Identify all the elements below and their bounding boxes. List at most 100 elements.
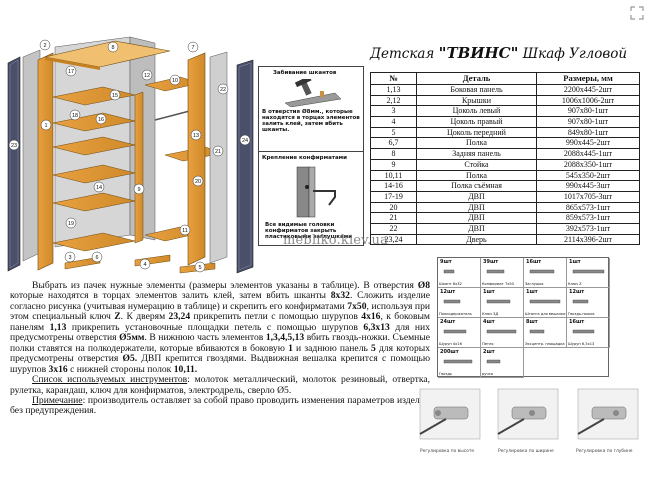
part-dimensions: 2114х396-2шт: [536, 233, 640, 246]
callout-11: 11: [179, 224, 191, 236]
hardware-icon: [529, 329, 545, 334]
svg-text:3: 3: [68, 255, 71, 261]
callout-13: 13: [190, 129, 202, 141]
svg-text:23: 23: [11, 143, 17, 149]
svg-text:2: 2: [43, 43, 46, 49]
callout-6: 6: [91, 251, 103, 263]
callout-12: 12: [141, 69, 153, 81]
svg-text:16: 16: [98, 117, 104, 123]
dowel-hammer-illustration: [284, 79, 342, 107]
callout-10: 10: [169, 74, 181, 86]
hinge-depth-drawing: [577, 388, 639, 440]
part-dimensions: 1017х705-3шт: [536, 190, 640, 203]
svg-text:11: 11: [182, 228, 188, 234]
part-dimensions: 392х573-1шт: [536, 222, 640, 235]
confirmat-text: Все видимые головки конфирматов закрыть …: [265, 222, 353, 240]
hardware-qty: 1шт: [483, 289, 495, 295]
hardware-icon: [486, 269, 505, 274]
callout-22: 22: [217, 83, 229, 95]
callout-3: 3: [64, 251, 76, 263]
hardware-qty: 2шт: [483, 349, 495, 355]
hardware-name: Конфирмат 7х50: [482, 282, 514, 286]
hardware-name: Штанга для вешалки: [525, 312, 566, 316]
part-name: ДВП: [416, 212, 537, 224]
part-dimensions: 2088х445-1шт: [536, 148, 640, 160]
column-header-number: №: [370, 72, 417, 85]
callout-5: 5: [194, 261, 206, 273]
dowel-text: В отверстия Ø8мм., которые находятся в т…: [262, 109, 360, 133]
svg-text:21: 21: [215, 149, 221, 155]
hardware-qty: 9шт: [440, 259, 452, 265]
part-number: 4: [370, 116, 417, 128]
hardware-name: Полкодержатель: [439, 312, 472, 316]
hardware-name: Ключ Z: [568, 282, 582, 286]
instructions-note: Примечание: производитель оставляет за с…: [10, 395, 430, 417]
part-name: ДВП: [416, 190, 537, 203]
part-number: 10,11: [370, 169, 417, 182]
part-number: 5: [370, 126, 417, 139]
svg-text:14: 14: [96, 185, 102, 191]
part-name: Полка съёмная: [416, 180, 537, 192]
expand-icon[interactable]: [630, 6, 644, 20]
part-number: 20: [370, 201, 417, 214]
title-prefix: Детская: [370, 46, 439, 62]
column-header-dimensions: Размеры, мм: [536, 72, 640, 85]
svg-text:13: 13: [193, 133, 199, 139]
callout-20: 20: [192, 175, 204, 187]
instructions-paragraph-main: Выбрать из пачек нужные элементы (размер…: [10, 280, 431, 375]
hardware-icon: [572, 329, 595, 334]
svg-text:7: 7: [191, 45, 194, 51]
assembly-instructions: Выбрать из пачек нужные элементы (размер…: [10, 280, 431, 417]
hardware-icon: [443, 329, 467, 334]
hinge-caption-width: Регулировка по ширине: [498, 449, 554, 454]
part-number: 3: [370, 105, 417, 118]
hardware-qty: 4шт: [483, 319, 495, 325]
hardware-qty: 12шт: [440, 289, 456, 295]
part-dimensions: 2088х350-1шт: [536, 158, 640, 171]
hinge-width-drawing: [497, 388, 559, 440]
part-name: ДВП: [416, 222, 537, 235]
part-name: Стойка: [416, 158, 537, 171]
part-name: Крышки: [416, 94, 537, 107]
part-dimensions: 865х573-1шт: [536, 201, 640, 214]
callout-24: 24: [239, 134, 251, 146]
part-number: 17-19: [370, 190, 417, 203]
svg-text:6: 6: [95, 255, 98, 261]
part-dimensions: 990х445-2шт: [536, 137, 640, 150]
part-number: 2,12: [370, 94, 417, 107]
hardware-qty: 1шт: [526, 289, 538, 295]
svg-text:24: 24: [242, 138, 248, 144]
part-dimensions: 990х445-3шт: [536, 180, 640, 192]
callout-15: 15: [109, 89, 121, 101]
part-dimensions: 859х573-1шт: [536, 212, 640, 224]
svg-text:20: 20: [195, 179, 201, 185]
callout-2: 2: [39, 39, 51, 51]
exploded-assembly-diagram: 1 2 3 4 5 6 7 8 9 10 11 12 13 14 15 16 1…: [7, 36, 254, 274]
callout-9: 9: [133, 183, 145, 195]
hardware-qty: 39шт: [483, 259, 499, 265]
tools-label: Список используемых инструментов: [32, 374, 188, 386]
svg-text:15: 15: [112, 93, 118, 99]
title-product-name: "ТВИНС": [438, 44, 519, 62]
part-name: Дверь: [416, 233, 537, 246]
tools-text: : молоток металлический, молоток резинов…: [10, 374, 430, 396]
hardware-name: Шуруп 4х16: [439, 342, 462, 346]
svg-text:5: 5: [198, 265, 201, 271]
